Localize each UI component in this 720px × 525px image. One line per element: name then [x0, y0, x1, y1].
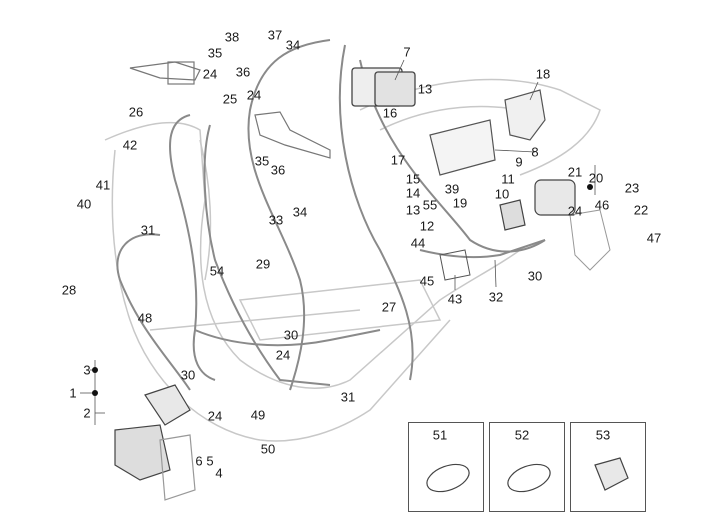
callout-23: 23 — [624, 180, 640, 196]
callout-25: 25 — [222, 91, 238, 107]
callout-34: 34 — [292, 204, 308, 220]
callout-35: 35 — [207, 45, 223, 61]
callout-2: 2 — [83, 405, 91, 421]
callout-45: 45 — [419, 273, 435, 289]
sensor-bracket — [439, 249, 471, 281]
callout-8: 8 — [531, 144, 539, 160]
callout-18: 18 — [535, 66, 551, 82]
callout-30: 30 — [283, 327, 299, 343]
callout-29: 29 — [255, 256, 271, 272]
callout-31: 31 — [340, 389, 356, 405]
inset-box-51 — [408, 422, 484, 512]
callout-44: 44 — [410, 235, 426, 251]
callout-38: 38 — [224, 29, 240, 45]
inset-label: 53 — [595, 427, 611, 443]
callout-1: 1 — [69, 385, 77, 401]
inset-box-52 — [489, 422, 565, 512]
callout-15: 15 — [405, 171, 421, 187]
inset-box-53 — [570, 422, 646, 512]
callout-24: 24 — [202, 66, 218, 82]
inset-label: 51 — [432, 427, 448, 443]
callout-13: 13 — [417, 81, 433, 97]
callout-6: 6 — [195, 453, 203, 469]
callout-43: 43 — [447, 291, 463, 307]
callout-11: 11 — [501, 171, 515, 187]
callout-5: 5 — [206, 453, 214, 469]
callout-30: 30 — [527, 268, 543, 284]
callout-37: 37 — [267, 27, 283, 43]
callout-47: 47 — [646, 230, 662, 246]
callout-42: 42 — [122, 137, 138, 153]
callout-32: 32 — [488, 289, 504, 305]
abs-unit — [351, 67, 416, 107]
callout-54: 54 — [209, 263, 225, 279]
callout-28: 28 — [61, 282, 77, 298]
callout-33: 33 — [268, 212, 284, 228]
callout-31: 31 — [140, 222, 156, 238]
callout-50: 50 — [260, 441, 276, 457]
callout-24: 24 — [246, 87, 262, 103]
front-caliper — [114, 384, 196, 501]
callout-26: 26 — [128, 104, 144, 120]
callout-36: 36 — [235, 64, 251, 80]
callout-24: 24 — [207, 408, 223, 424]
callout-16: 16 — [382, 105, 398, 121]
caliper-support — [569, 209, 611, 271]
callout-19: 19 — [452, 195, 468, 211]
callout-34: 34 — [285, 37, 301, 53]
callout-21: 21 — [567, 164, 583, 180]
callout-40: 40 — [76, 196, 92, 212]
callout-39: 39 — [444, 181, 460, 197]
inset-label: 52 — [514, 427, 530, 443]
callout-10: 10 — [494, 186, 510, 202]
callout-46: 46 — [594, 197, 610, 213]
callout-14: 14 — [405, 185, 421, 201]
inset-drawings — [426, 457, 629, 493]
callout-49: 49 — [250, 407, 266, 423]
callout-36: 36 — [270, 162, 286, 178]
callout-48: 48 — [137, 310, 153, 326]
callout-41: 41 — [95, 177, 111, 193]
brake-lines — [116, 39, 546, 391]
callout-9: 9 — [515, 154, 523, 170]
callout-13: 13 — [405, 202, 421, 218]
abs-bracket — [429, 119, 496, 176]
abs-cover — [504, 89, 546, 141]
callout-24: 24 — [275, 347, 291, 363]
rear-caliper — [499, 179, 576, 231]
callout-27: 27 — [381, 299, 397, 315]
callout-12: 12 — [419, 218, 435, 234]
callout-7: 7 — [403, 44, 411, 60]
callout-30: 30 — [180, 367, 196, 383]
callout-4: 4 — [215, 465, 223, 481]
callout-35: 35 — [254, 153, 270, 169]
levers — [129, 61, 331, 159]
callout-22: 22 — [633, 202, 649, 218]
callout-24: 24 — [567, 203, 583, 219]
callout-55: 55 — [422, 197, 438, 213]
callout-20: 20 — [588, 170, 604, 186]
callout-17: 17 — [390, 152, 406, 168]
callout-3: 3 — [83, 362, 91, 378]
